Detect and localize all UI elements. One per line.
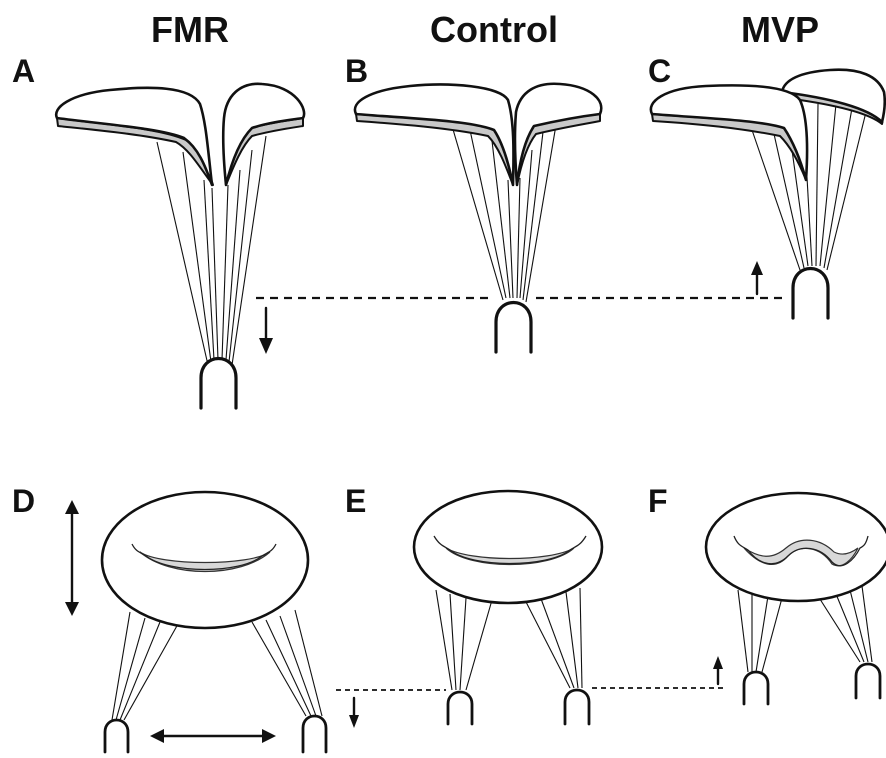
panel-e-control-annulus-view — [414, 491, 602, 724]
column-title-mvp: MVP — [741, 9, 819, 50]
panel-c-mvp-side-view — [651, 70, 885, 318]
panel-c-displacement-arrow-up — [751, 261, 763, 294]
papillary-level-reference-line-bottom — [336, 688, 726, 690]
panel-label-a: A — [12, 53, 35, 89]
panel-b-papillary-muscle — [496, 303, 531, 353]
panel-e-papillary-muscle-left — [448, 692, 472, 724]
panel-a-displacement-arrow-down — [259, 308, 273, 354]
panel-label-d: D — [12, 483, 35, 519]
panel-e-papillary-muscle-right — [565, 690, 589, 724]
panel-label-e: E — [345, 483, 366, 519]
panel-d-displacement-arrow-down — [349, 698, 359, 728]
panel-f-displacement-arrow-up — [713, 656, 723, 684]
panel-b-control-side-view — [355, 84, 601, 352]
panel-d-papillary-muscle-right — [303, 716, 326, 752]
panel-d-fmr-annulus-view — [65, 492, 359, 752]
panel-f-papillary-muscle-left — [744, 672, 768, 704]
panel-a-fmr-side-view — [56, 84, 304, 408]
panel-c-papillary-muscle — [793, 269, 828, 319]
panel-a-anterior-leaflet — [56, 88, 212, 185]
panel-d-annulus-height-double-arrow — [65, 500, 79, 616]
panel-d-papillary-muscle-left — [105, 720, 128, 752]
column-title-fmr: FMR — [151, 9, 229, 50]
panel-a-posterior-leaflet — [223, 84, 304, 185]
panel-d-interpapillary-distance-double-arrow — [150, 729, 276, 743]
column-title-control: Control — [430, 9, 558, 50]
panel-f-mvp-annulus-view — [706, 493, 886, 704]
panel-d-annulus — [102, 492, 308, 628]
panel-label-b: B — [345, 53, 368, 89]
panel-f-papillary-muscle-right — [856, 664, 880, 698]
panel-a-papillary-muscle — [201, 359, 236, 409]
panel-label-f: F — [648, 483, 668, 519]
panel-e-annulus — [414, 491, 602, 603]
panel-label-c: C — [648, 53, 671, 89]
panel-b-posterior-leaflet — [515, 84, 601, 185]
